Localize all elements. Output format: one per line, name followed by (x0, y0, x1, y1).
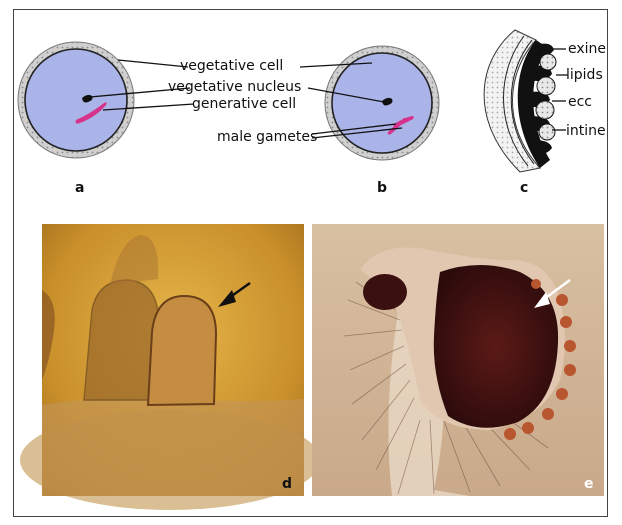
panel-letter-e: e (584, 476, 594, 492)
panel-letter-d: d (282, 476, 292, 492)
panel-d-papilla-arrowed (148, 296, 216, 405)
panel-e-stained-tip (363, 274, 407, 310)
label-vegetative-nucleus: vegetative nucleus (168, 79, 301, 95)
panel-e-stained-region (434, 265, 558, 428)
panel-letter-a: a (75, 180, 84, 196)
panel-a-pollen-grain (18, 42, 134, 158)
panel-c-exine-spine-5 (534, 140, 552, 154)
panel-b-pollen-grain (325, 46, 439, 160)
label-generative-cell: generative cell (192, 96, 296, 112)
panel-letter-c: c (520, 180, 528, 196)
panel-d-micrograph (20, 224, 320, 510)
label-intine: intine (566, 123, 606, 139)
panel-c-wall-section (484, 30, 556, 172)
leader-vegetative-cell-a (118, 60, 188, 67)
panel-letter-b: b (377, 180, 387, 196)
label-ecc: ecc (568, 94, 592, 110)
label-vegetative-cell: vegetative cell (180, 58, 283, 74)
label-exine: exine (568, 41, 606, 57)
label-lipids: lipids (566, 67, 603, 83)
panel-e-micrograph (312, 224, 604, 496)
panel-b-cytoplasm (332, 53, 432, 153)
panel-a-cytoplasm (25, 49, 127, 151)
label-male-gametes: male gametes (217, 129, 317, 145)
